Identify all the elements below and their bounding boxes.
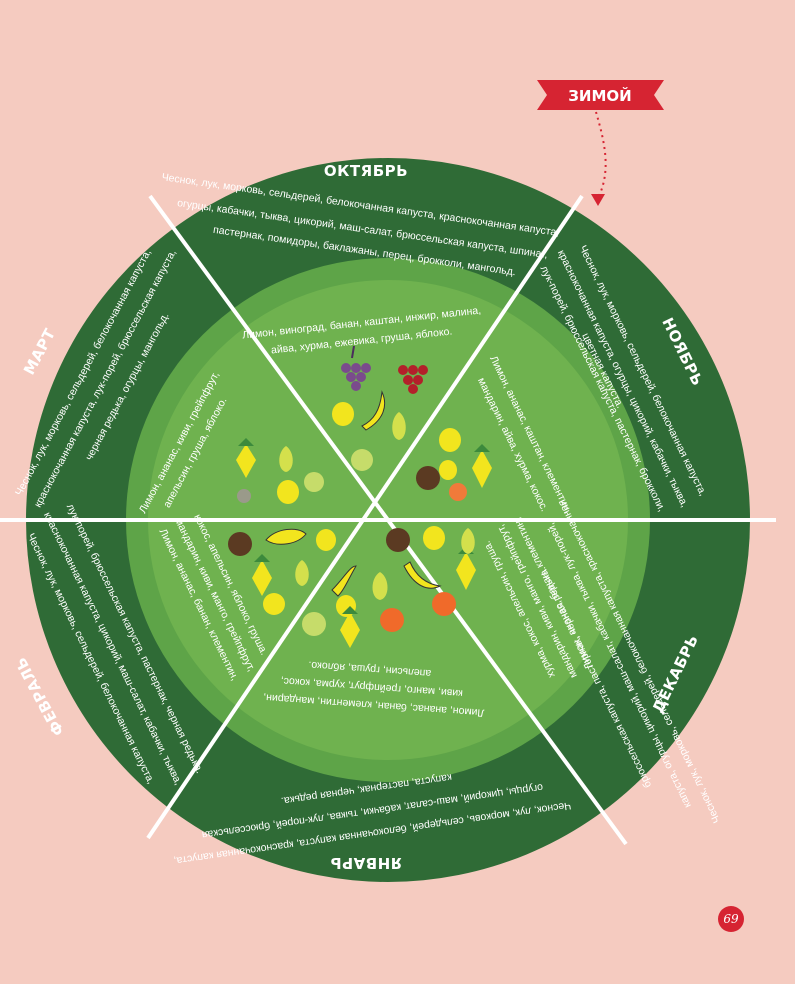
raspberry-icon: [398, 365, 428, 394]
lime-icon: [439, 460, 457, 480]
pineapple-icon: [472, 444, 492, 488]
winter-banner: ЗИМОЙ: [537, 80, 664, 206]
arrow-head-icon: [591, 194, 605, 206]
apple-icon: [304, 472, 324, 492]
pear-icon: [295, 560, 309, 586]
pineapple-icon: [340, 606, 360, 648]
fruit-icons-november: [416, 428, 492, 501]
lemon-icon: [439, 428, 461, 452]
banana-icon: [403, 561, 442, 589]
lemon-icon: [316, 529, 336, 551]
pear-icon: [392, 412, 406, 440]
month-title-january: ЯНВАРЬ: [330, 854, 403, 872]
fruit-icons-january: [302, 565, 404, 648]
orange-icon: [432, 592, 456, 616]
month-title-march: МАРТ: [20, 325, 59, 378]
orange-icon: [380, 608, 404, 632]
page-number: 69: [718, 906, 744, 932]
pineapple-icon: [252, 554, 272, 596]
pear-icon: [279, 446, 293, 472]
lemon-icon: [277, 480, 299, 504]
lemon-icon: [423, 526, 445, 550]
apple-icon: [351, 449, 373, 471]
fruit-icons-october: [332, 345, 428, 471]
banana-icon: [331, 565, 357, 597]
grapes-icon: [341, 345, 371, 391]
coconut-icon: [416, 466, 440, 490]
pineapple-icon: [236, 438, 256, 478]
dotted-arrow: [595, 111, 607, 199]
kiwi-icon: [265, 528, 307, 545]
month-title-october: ОКТЯБРЬ: [324, 162, 408, 180]
apple-icon: [302, 612, 326, 636]
fruit-icons-december: [386, 526, 476, 616]
banner-label: ЗИМОЙ: [568, 86, 631, 105]
tangerine-icon: [449, 483, 467, 501]
lemon-icon: [332, 402, 354, 426]
coconut-icon: [386, 528, 410, 552]
banana-icon: [361, 390, 386, 431]
pear-icon: [461, 528, 475, 554]
fruit-icons-february: [228, 528, 336, 615]
coconut-icon: [228, 532, 252, 556]
pear-icon: [372, 572, 388, 600]
fruit-icons-march: [236, 438, 324, 504]
nut-icon: [237, 489, 251, 503]
dividers: [0, 194, 776, 846]
apple-icon: [263, 593, 285, 615]
